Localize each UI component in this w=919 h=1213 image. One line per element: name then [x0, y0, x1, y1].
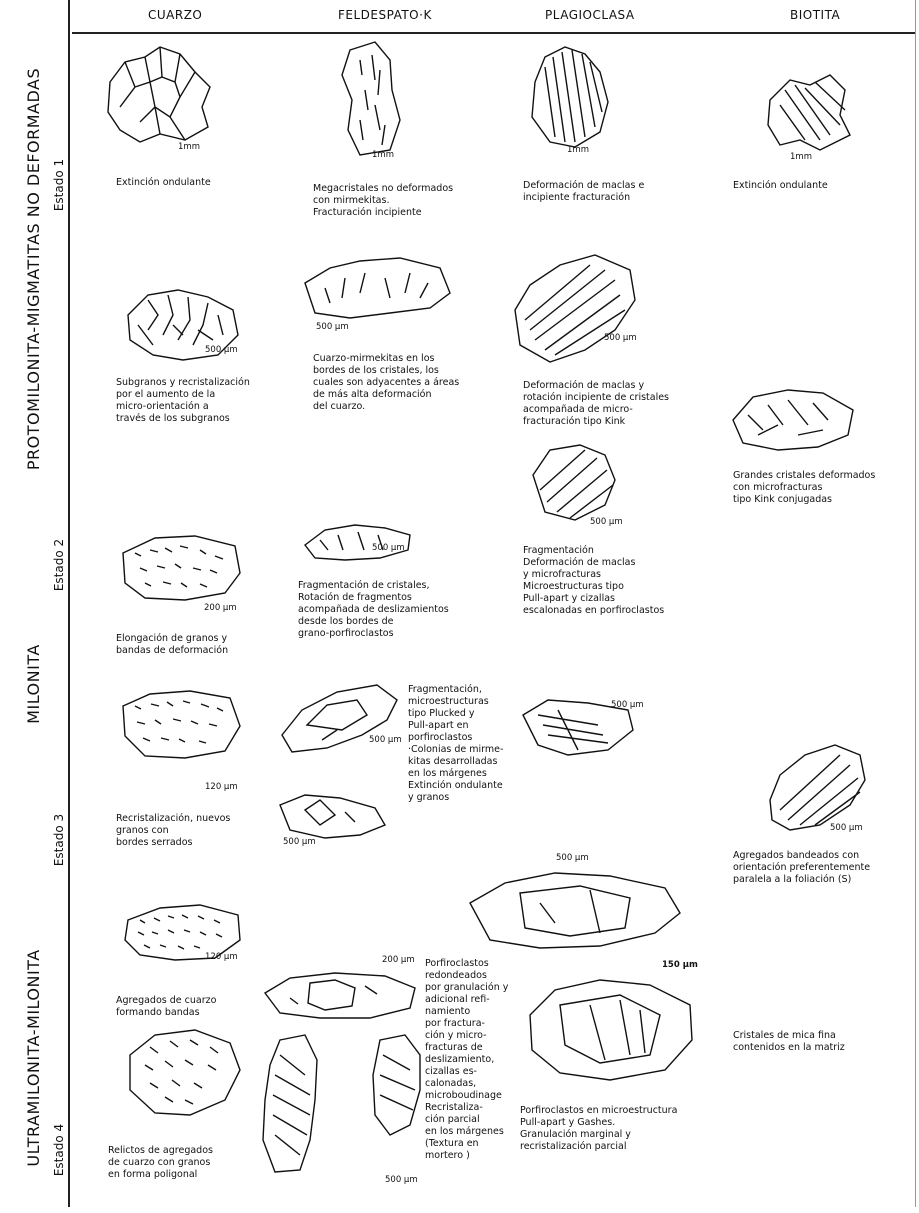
column-header-plagioclasa: PLAGIOCLASA [545, 8, 635, 22]
scale-500-f: 500 µm [369, 735, 402, 745]
rock-type-label-ultramilonita: ULTRAMILONITA-MILONITA [24, 903, 46, 1213]
sketch-biotita-1b [728, 385, 858, 455]
stage-label-3: Estado 3 [52, 805, 68, 875]
scale-500-i: 500 µm [830, 823, 863, 833]
sketch-plagioclasa-1 [520, 42, 620, 152]
scale-500-d: 500 µm [590, 517, 623, 527]
scale-120-b: 120 µm [205, 952, 238, 962]
scale-200-a: 200 µm [204, 603, 237, 613]
caption-s3-feldespato: Fragmentación, microestructuras tipo Plu… [408, 684, 503, 804]
sketch-plagioclasa-1c [525, 440, 620, 525]
scale-500-b: 500 µm [316, 322, 349, 332]
caption-s4-cuarzo-b: Relictos de agregados de cuarzo con gran… [108, 1145, 213, 1181]
caption-s3-biotita: Agregados bandeados con orientación pref… [733, 850, 870, 886]
sketch-feldespato-3a [272, 680, 402, 760]
caption-s1b-cuarzo: Subgranos y recristalización por el aume… [116, 377, 250, 425]
caption-s2-feldespato: Fragmentación de cristales, Rotación de … [298, 580, 449, 640]
caption-s3-cuarzo: Recristalización, nuevos granos con bord… [116, 813, 230, 849]
sketch-cuarzo-4b [120, 1025, 245, 1120]
sketch-cuarzo-2 [115, 528, 245, 608]
scale-1mm-a: 1mm [178, 142, 200, 152]
scale-500-h: 500 µm [611, 700, 644, 710]
header-rule [72, 32, 915, 34]
scale-200-b: 200 µm [382, 955, 415, 965]
scale-1mm-d: 1mm [790, 152, 812, 162]
scale-500-a: 500 µm [205, 345, 238, 355]
scale-500-g: 500 µm [283, 837, 316, 847]
sketch-feldespato-4c [365, 1030, 425, 1140]
scale-1mm-c: 1mm [567, 145, 589, 155]
column-header-cuarzo: CUARZO [148, 8, 202, 22]
rock-type-label-protomilonita: PROTOMILONITA-MIGMATITAS NO DEFORMADAS [24, 0, 46, 579]
caption-s4-cuarzo: Agregados de cuarzo formando bandas [116, 995, 216, 1019]
sketch-feldespato-4b [255, 1030, 325, 1180]
scale-150: 150 µm [662, 960, 698, 970]
caption-s2-plagioclasa: Fragmentación Deformación de maclas y mi… [523, 545, 664, 617]
caption-s1-cuarzo: Extinción ondulante [116, 177, 211, 189]
caption-s1-feldespato: Megacristales no deformados con mirmekit… [313, 183, 453, 219]
caption-s2-cuarzo: Elongación de granos y bandas de deforma… [116, 633, 228, 657]
scale-500-k: 500 µm [385, 1175, 418, 1185]
sketch-plagioclasa-4a [460, 868, 685, 953]
scale-500-e: 500 µm [372, 543, 405, 553]
sketch-feldespato-1b [300, 253, 460, 333]
sketch-cuarzo-1 [100, 42, 220, 147]
sketch-plagioclasa-1b [505, 250, 645, 370]
scale-1mm-b: 1mm [372, 150, 394, 160]
caption-s1b-plagioclasa: Deformación de maclas y rotación incipie… [523, 380, 669, 428]
caption-s4-biotita: Cristales de mica fina contenidos en la … [733, 1030, 845, 1054]
caption-s1-biotita: Extinción ondulante [733, 180, 828, 192]
stage-label-4: Estado 4 [52, 1115, 68, 1185]
caption-s1b-biotita: Grandes cristales deformados con microfr… [733, 470, 875, 506]
sketch-biotita-3 [760, 740, 870, 835]
stage-label-1: Estado 1 [52, 150, 68, 220]
sketch-plagioclasa-4b [520, 975, 700, 1085]
stage-label-2: Estado 2 [52, 530, 68, 600]
column-header-biotita: BIOTITA [790, 8, 840, 22]
scale-120-a: 120 µm [205, 782, 238, 792]
sketch-feldespato-4a [260, 968, 420, 1023]
scale-500-j: 500 µm [556, 853, 589, 863]
caption-s1-plagioclasa: Deformación de maclas e incipiente fract… [523, 180, 644, 204]
rock-type-label-milonita: MILONITA [24, 634, 46, 734]
sketch-feldespato-1 [330, 40, 410, 160]
scale-500-c: 500 µm [604, 333, 637, 343]
sketch-biotita-1 [760, 70, 860, 155]
caption-s1b-feldespato: Cuarzo-mirmekitas en los bordes de los c… [313, 353, 459, 413]
column-header-feldespato: FELDESPATO·K [338, 8, 432, 22]
caption-s4-plagioclasa: Porfiroclastos en microestructura Pull-a… [520, 1105, 677, 1153]
sketch-cuarzo-3 [115, 686, 245, 766]
caption-s4-feldespato: Porfiroclastos redondeados por granulaci… [425, 958, 508, 1162]
